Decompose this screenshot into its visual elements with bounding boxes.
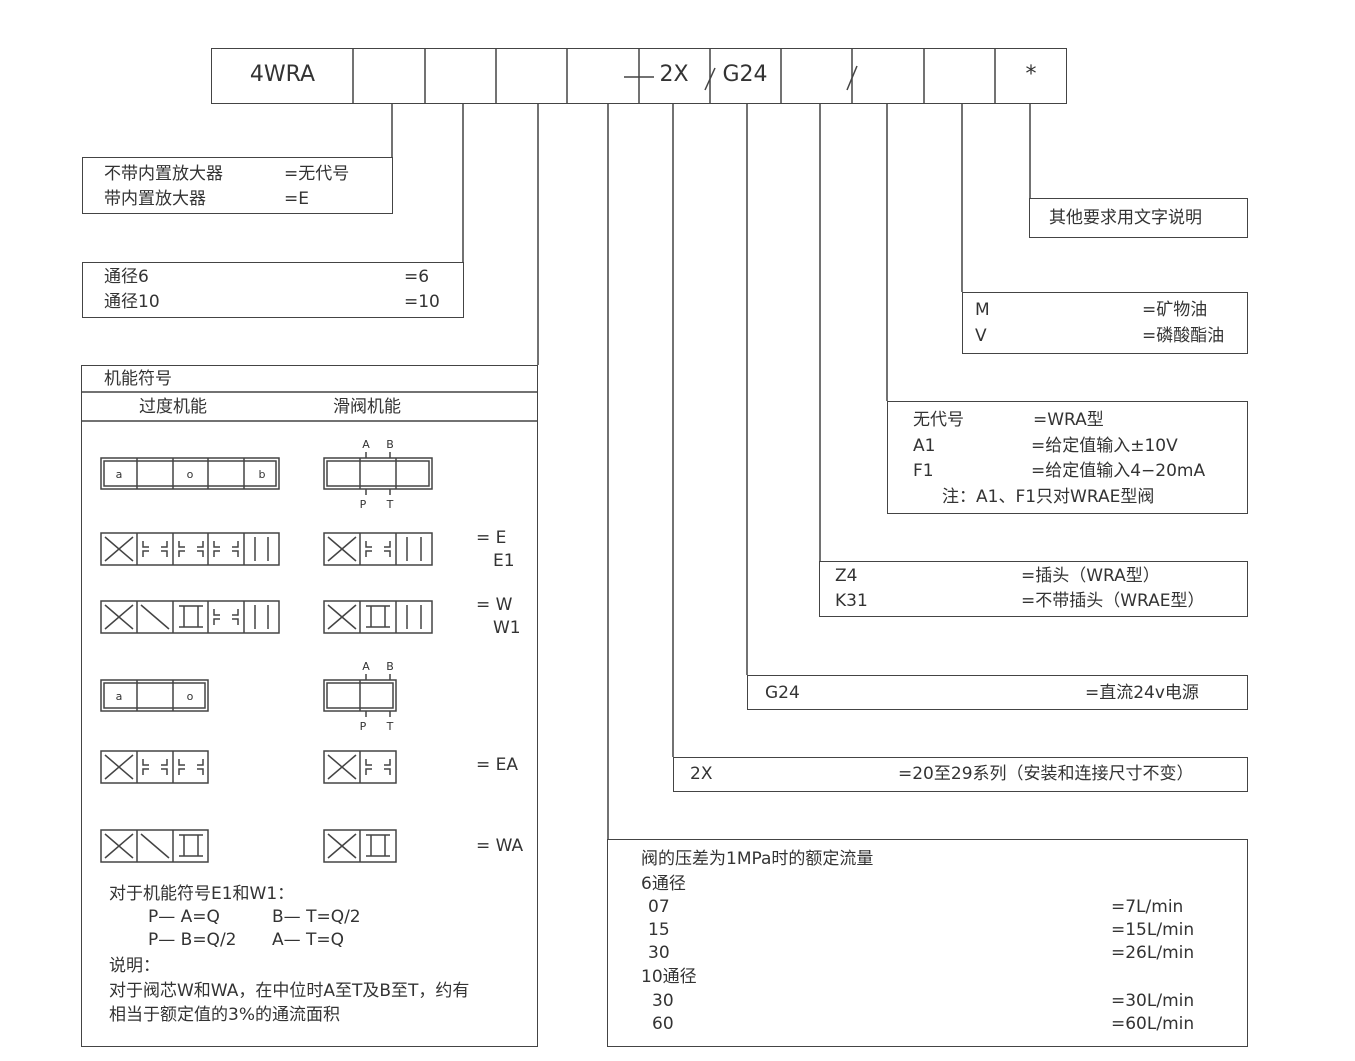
- flow-value-30a: =26L/min: [1111, 943, 1195, 963]
- note-line-5: 对于阀芯W和WA，在中位时A至T及B至T，约有: [109, 981, 470, 1001]
- amplifier-label-2: 带内置放大器: [104, 189, 206, 209]
- flow-group-10: 10通径: [641, 967, 697, 987]
- power-value: =直流24v电源: [1085, 683, 1199, 703]
- flow-code-30a: 30: [648, 943, 670, 963]
- input-box: [887, 401, 1248, 514]
- flow-value-60: =60L/min: [1111, 1014, 1195, 1034]
- code-cell-voltage: G24: [722, 62, 768, 87]
- symbols-box: [81, 365, 538, 1047]
- plug-value-2: =不带插头（WRAE型）: [1021, 591, 1205, 611]
- input-code-2: A1: [913, 436, 936, 456]
- code-e: = E: [476, 528, 507, 548]
- code-ea: = EA: [476, 755, 519, 775]
- flow-value-07: =7L/min: [1111, 897, 1184, 917]
- flow-group-6: 6通径: [641, 874, 686, 894]
- bore-label-2: 通径10: [104, 292, 160, 312]
- code-w1: W1: [493, 618, 521, 638]
- plug-code-2: K31: [835, 591, 868, 611]
- series-value: =20至29系列（安装和连接尺寸不变）: [898, 764, 1194, 784]
- fluid-code-1: M: [975, 300, 990, 320]
- power-box: [747, 675, 1248, 710]
- symbols-title: 机能符号: [104, 369, 172, 389]
- other-box: [1029, 198, 1248, 238]
- code-cell-1: 4WRA: [249, 62, 316, 87]
- other-text: 其他要求用文字说明: [1049, 208, 1202, 228]
- code-w: = W: [476, 595, 513, 615]
- fluid-box: [962, 292, 1248, 354]
- note-line-4: 说明：: [109, 956, 160, 976]
- input-note: 注：A1、F1只对WRAE型阀: [942, 487, 1155, 507]
- code-e1: E1: [493, 551, 515, 571]
- note-line-3b: A— T=Q: [272, 930, 345, 950]
- note-line-2b: B— T=Q/2: [272, 907, 361, 927]
- flow-title: 阀的压差为1MPa时的额定流量: [641, 849, 874, 869]
- fluid-value-2: =磷酸酯油: [1142, 326, 1225, 346]
- input-value-3: =给定值输入4−20mA: [1031, 461, 1206, 481]
- input-value-2: =给定值输入±10V: [1031, 436, 1178, 456]
- flow-code-07: 07: [648, 897, 670, 917]
- bore-value-2: =10: [404, 292, 440, 312]
- note-line-2a: P— A=Q: [148, 907, 220, 927]
- flow-value-30b: =30L/min: [1111, 991, 1195, 1011]
- plug-code-1: Z4: [835, 566, 858, 586]
- symbols-col1: 过度机能: [139, 397, 207, 417]
- input-code-1: 无代号: [913, 410, 964, 430]
- flow-code-15: 15: [648, 920, 670, 940]
- note-line-3a: P— B=Q/2: [148, 930, 237, 950]
- flow-code-60: 60: [652, 1014, 674, 1034]
- amplifier-value-1: =无代号: [284, 164, 350, 184]
- bore-value-1: =6: [404, 267, 430, 287]
- flow-box: [607, 839, 1248, 1047]
- fluid-code-2: V: [975, 326, 987, 346]
- series-box: [673, 757, 1248, 792]
- flow-value-15: =15L/min: [1111, 920, 1195, 940]
- code-wa: = WA: [476, 836, 524, 856]
- plug-value-1: =插头（WRA型）: [1021, 566, 1160, 586]
- bore-label-1: 通径6: [104, 267, 149, 287]
- amplifier-box: [82, 157, 393, 214]
- input-code-3: F1: [913, 461, 934, 481]
- amplifier-value-2: =E: [284, 189, 309, 209]
- amplifier-label-1: 不带内置放大器: [104, 164, 223, 184]
- note-line-6: 相当于额定值的3%的通流面积: [109, 1005, 340, 1025]
- input-value-1: =WRA型: [1033, 410, 1104, 430]
- code-cell-other: *: [1025, 62, 1037, 87]
- power-code: G24: [765, 683, 800, 703]
- flow-code-30b: 30: [652, 991, 674, 1011]
- plug-box: [819, 561, 1248, 617]
- symbols-col2: 滑阀机能: [333, 397, 401, 417]
- bore-box: [82, 262, 464, 318]
- series-code: 2X: [690, 764, 713, 784]
- note-line-1: 对于机能符号E1和W1：: [109, 884, 295, 904]
- fluid-value-1: =矿物油: [1142, 300, 1208, 320]
- code-cell-series: 2X: [659, 62, 689, 87]
